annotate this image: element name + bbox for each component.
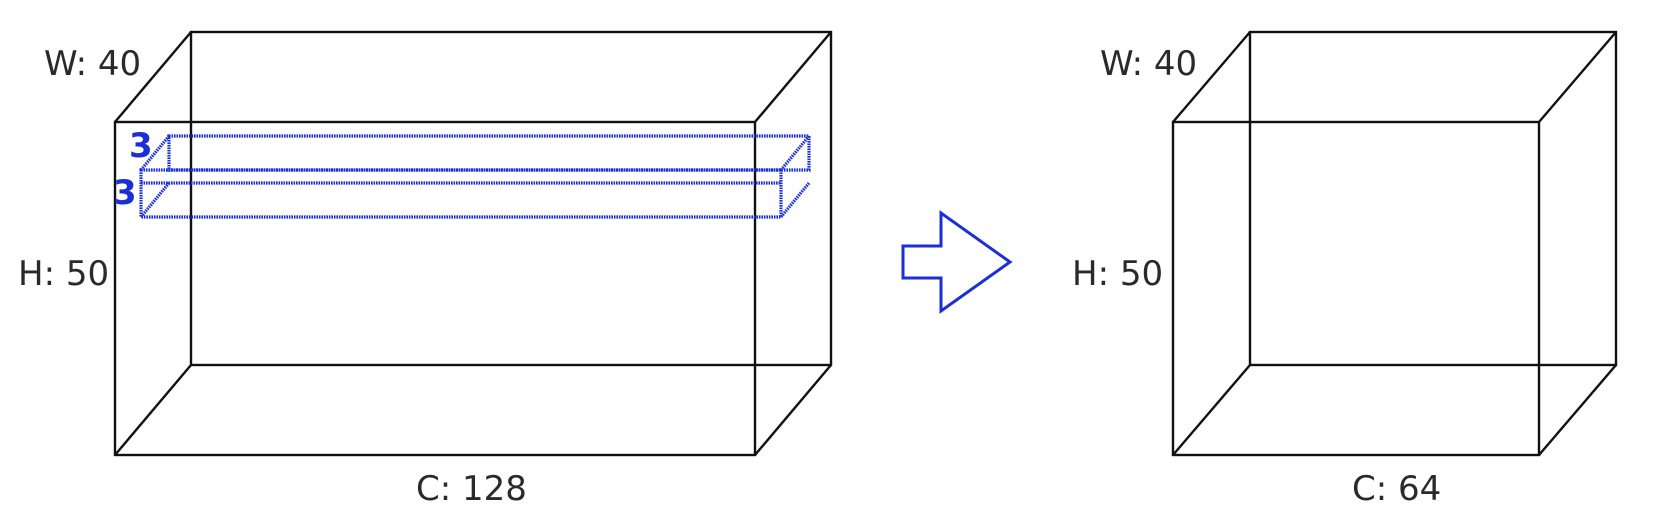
input-height-label: H: 50	[18, 254, 109, 294]
output-front-face	[1171, 120, 1541, 457]
output-back-face	[1248, 30, 1618, 367]
output-depth-edge-bl	[1172, 364, 1251, 456]
input-depth-edge-tr	[754, 31, 832, 123]
input-width-label: W: 40	[44, 44, 141, 84]
output-channels-label: C: 64	[1352, 469, 1441, 509]
output-depth-edge-tl	[1172, 31, 1251, 123]
kernel-depth-edge-br	[779, 181, 811, 219]
input-front-face	[113, 120, 757, 457]
input-back-face	[189, 30, 833, 367]
input-depth-edge-br	[754, 364, 832, 456]
input-tensor-box	[113, 30, 833, 457]
kernel-depth-label: 3	[129, 126, 153, 166]
output-depth-edge-br	[1538, 364, 1617, 456]
input-channels-label: C: 128	[416, 469, 527, 509]
input-depth-edge-tl	[114, 31, 192, 123]
right-arrow-icon	[901, 210, 1013, 314]
output-width-label: W: 40	[1100, 44, 1197, 84]
kernel-box	[139, 134, 811, 219]
kernel-height-label: 3	[113, 173, 137, 213]
output-depth-edge-tr	[1538, 31, 1617, 123]
kernel-back-face	[167, 134, 811, 172]
kernel-depth-edge-tr	[779, 134, 811, 172]
output-height-label: H: 50	[1072, 254, 1163, 294]
output-tensor-box	[1171, 30, 1618, 457]
kernel-depth-edge-bl	[139, 181, 171, 219]
kernel-front-face	[139, 168, 783, 219]
input-depth-edge-bl	[114, 364, 192, 456]
